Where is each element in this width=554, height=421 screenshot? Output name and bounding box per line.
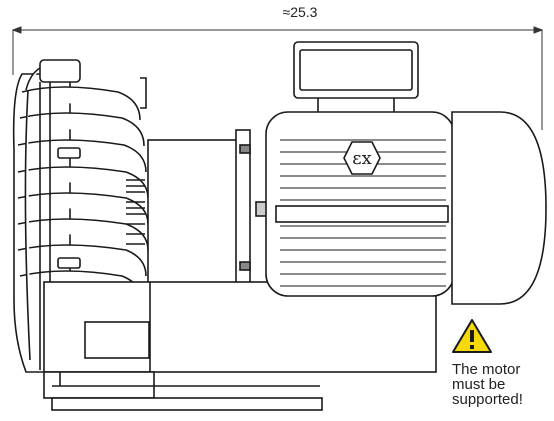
warning-triangle-icon (452, 319, 492, 353)
warning-line-1: The motor (452, 361, 521, 378)
overall-length-label: ≈25.3 (282, 4, 318, 20)
ex-marking-icon: εx (343, 141, 381, 175)
ex-symbol: εx (352, 148, 371, 169)
blower-base (43, 281, 437, 411)
overall-dimension-line (11, 26, 544, 130)
warning-line-2: must be (452, 376, 506, 393)
motor-support-warning: The motor must be supported! (452, 362, 552, 407)
warning-line-3: supported! (452, 391, 523, 408)
motor (265, 41, 547, 305)
